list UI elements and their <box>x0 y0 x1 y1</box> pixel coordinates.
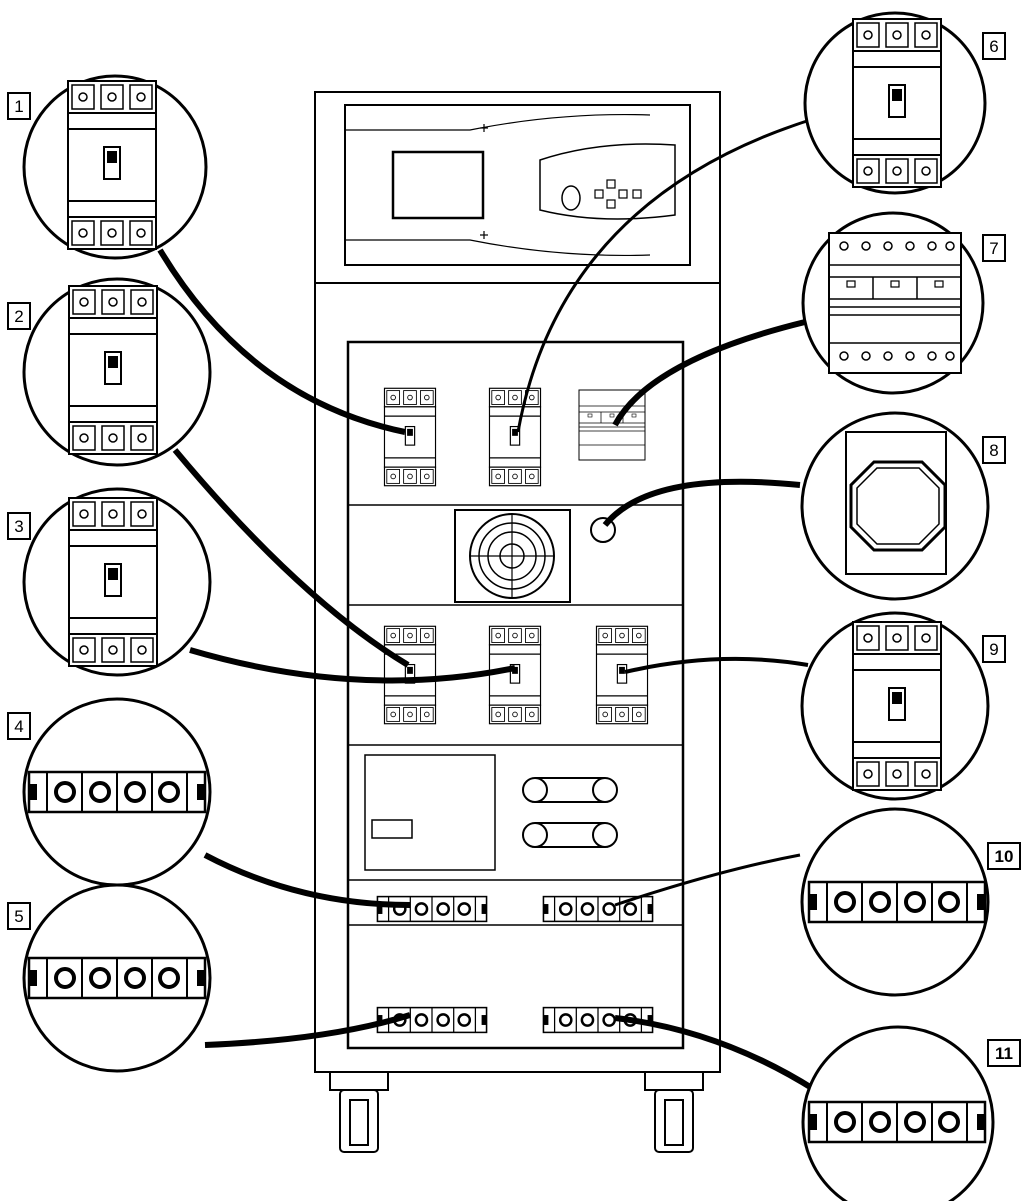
caster-left <box>329 1071 389 1153</box>
label-8: 8 <box>982 436 1006 464</box>
leader-3 <box>189 647 516 684</box>
callout-4 <box>22 697 212 887</box>
leader-6 <box>516 118 811 433</box>
callout-7 <box>801 211 985 395</box>
label-1: 1 <box>7 92 31 120</box>
callout-9 <box>800 611 990 801</box>
label-10: 10 <box>987 842 1021 870</box>
label-text-7: 7 <box>989 239 998 258</box>
leader-2 <box>172 448 410 668</box>
leader-4 <box>203 852 411 908</box>
label-text-4: 4 <box>14 717 23 736</box>
label-text-1: 1 <box>14 97 23 116</box>
label-9: 9 <box>982 635 1006 663</box>
leader-1 <box>157 248 406 435</box>
label-2: 2 <box>7 302 31 330</box>
control-panel <box>344 104 691 266</box>
label-text-10: 10 <box>995 847 1014 866</box>
callout-5 <box>22 883 212 1073</box>
callout-3 <box>22 487 212 677</box>
label-text-5: 5 <box>14 907 23 926</box>
label-text-11: 11 <box>995 1044 1013 1063</box>
label-text-6: 6 <box>989 37 998 56</box>
callout-10 <box>800 807 990 997</box>
callout-6 <box>803 11 987 195</box>
leader-lines <box>157 118 817 1093</box>
label-5: 5 <box>7 902 31 930</box>
label-4: 4 <box>7 712 31 740</box>
label-7: 7 <box>982 234 1006 262</box>
leader-9 <box>624 656 809 674</box>
leader-10 <box>614 853 801 907</box>
leader-7 <box>612 319 806 427</box>
callout-8 <box>800 411 990 601</box>
label-11: 11 <box>987 1039 1021 1067</box>
callout-2 <box>22 277 212 467</box>
label-text-3: 3 <box>14 517 23 536</box>
label-text-9: 9 <box>989 640 998 659</box>
label-6: 6 <box>982 32 1006 60</box>
callout-1 <box>22 74 208 260</box>
inner-frame <box>346 340 685 1050</box>
ups-cabinet <box>314 91 721 1153</box>
power-button <box>561 185 581 211</box>
label-3: 3 <box>7 512 31 540</box>
label-text-2: 2 <box>14 307 23 326</box>
callout-11 <box>801 1025 995 1201</box>
display-screen <box>391 150 485 220</box>
cooling-fan <box>454 509 571 603</box>
caster-right <box>644 1071 704 1153</box>
leader-8 <box>602 478 801 527</box>
leader-11 <box>614 1015 817 1093</box>
label-text-8: 8 <box>989 441 998 460</box>
leader-5 <box>204 1012 411 1048</box>
